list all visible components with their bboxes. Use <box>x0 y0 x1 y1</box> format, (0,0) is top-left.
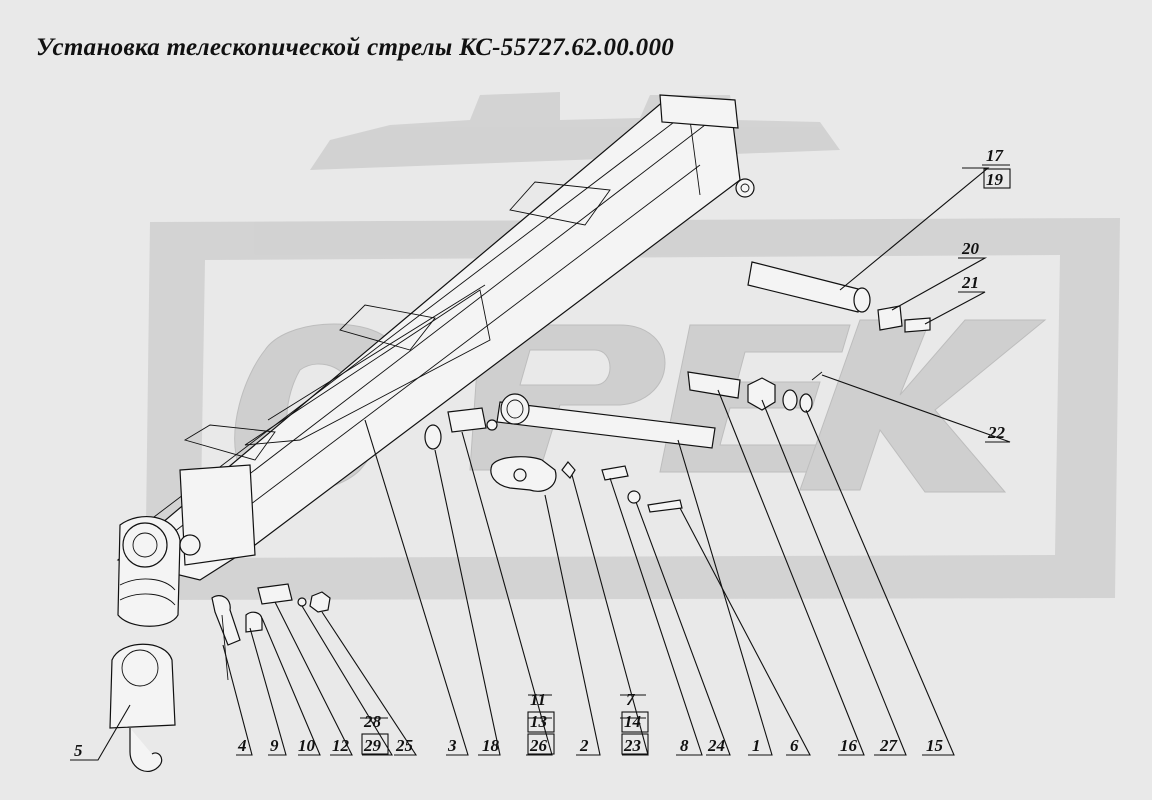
label-11: 11 <box>530 690 546 709</box>
label-18: 18 <box>482 736 500 755</box>
label-13: 13 <box>530 712 548 731</box>
label-frames <box>361 168 1011 755</box>
part-number-labels: 5 4 9 10 12 28 29 25 3 18 11 13 26 2 7 1… <box>74 146 1006 760</box>
label-20: 20 <box>961 239 980 258</box>
label-8: 8 <box>680 736 689 755</box>
telescopic-boom <box>116 94 755 627</box>
label-15: 15 <box>926 736 944 755</box>
label-22: 22 <box>987 423 1006 442</box>
hydraulic-cylinder <box>496 393 716 449</box>
label-23: 23 <box>623 736 642 755</box>
label-16: 16 <box>840 736 858 755</box>
label-28: 28 <box>363 712 382 731</box>
label-4: 4 <box>237 736 247 755</box>
diagram-title: Установка телескопической стрелы КС-5572… <box>36 34 675 61</box>
label-5: 5 <box>74 741 83 760</box>
label-21: 21 <box>961 273 979 292</box>
label-29: 29 <box>363 736 382 755</box>
label-3: 3 <box>447 736 457 755</box>
label-12: 12 <box>332 736 350 755</box>
label-27: 27 <box>879 736 899 755</box>
label-10: 10 <box>298 736 316 755</box>
label-25: 25 <box>395 736 414 755</box>
small-parts <box>211 407 683 681</box>
leader-lines <box>70 164 1011 761</box>
label-2: 2 <box>579 736 589 755</box>
label-24: 24 <box>707 736 725 755</box>
label-19: 19 <box>986 170 1004 189</box>
label-26: 26 <box>529 736 548 755</box>
label-17: 17 <box>986 146 1005 165</box>
label-14: 14 <box>624 712 641 731</box>
label-9: 9 <box>270 736 279 755</box>
label-6: 6 <box>790 736 799 755</box>
label-7: 7 <box>626 690 636 709</box>
right-parts <box>687 261 931 413</box>
label-1: 1 <box>752 736 761 755</box>
hook-block <box>109 643 176 772</box>
